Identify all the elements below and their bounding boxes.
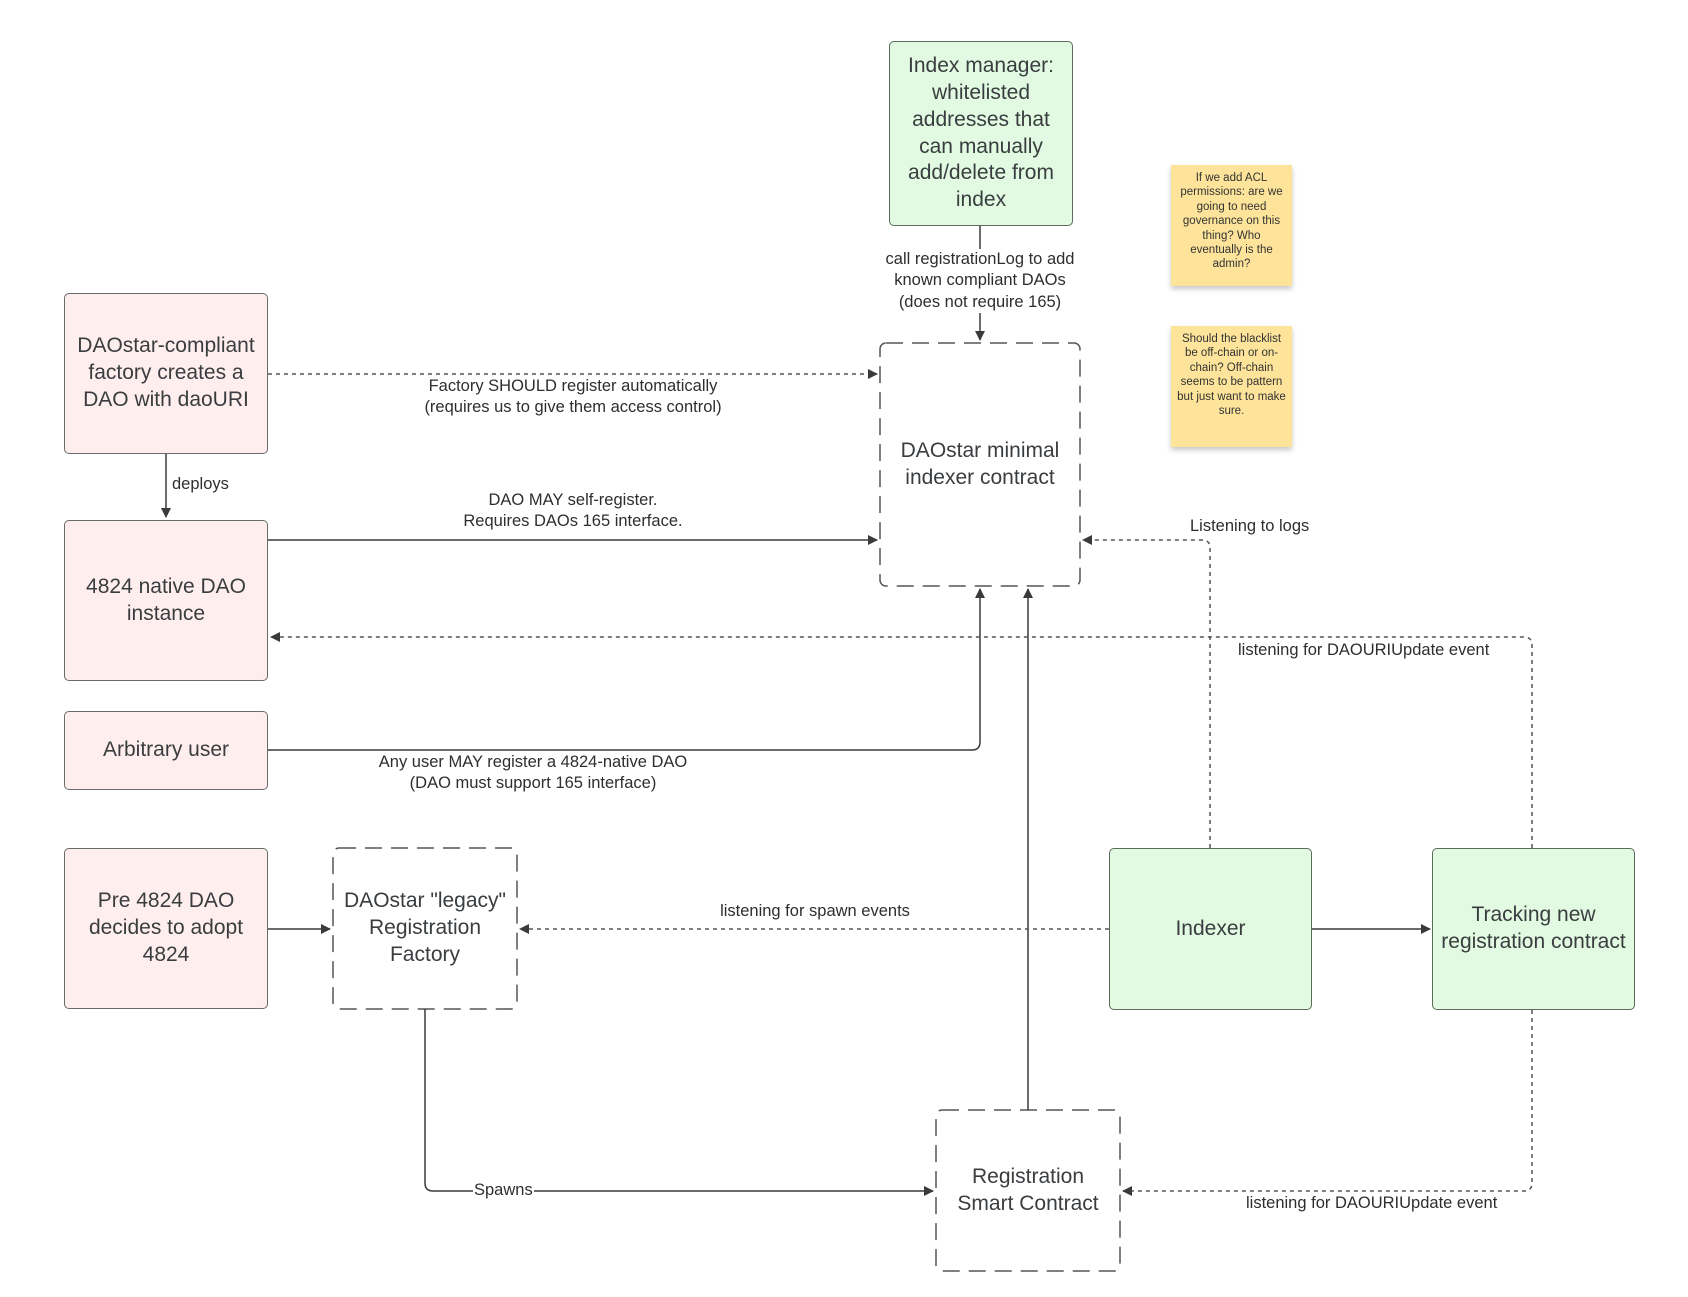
sticky-note-blacklist: Should the blacklist be off-chain or on-…: [1171, 326, 1292, 447]
index-manager-node: Index manager: whitelisted addresses tha…: [889, 41, 1073, 226]
edge-legacy-factory-spawns: [424, 1009, 934, 1196]
label-any-user-line-1: Any user MAY register a 4824-native DAO: [378, 753, 688, 771]
sticky-note-acl: If we add ACL permissions: are we going …: [1171, 165, 1292, 286]
edge-tracking-listening-registration: [1122, 1010, 1533, 1196]
indexer-text: Indexer: [1175, 916, 1246, 940]
label-self-register-line-2: Requires DAOs 165 interface.: [463, 512, 683, 531]
indexer-contract-text: DAOstar minimal indexer contract: [900, 438, 1060, 489]
label-spawns: Spawns: [473, 1180, 534, 1202]
native-dao-text: 4824 native DAO instance: [86, 574, 246, 625]
factory-text: DAOstar-compliant factory creates a DAO …: [77, 334, 255, 411]
legacy-factory-node: DAOstar "legacy" Registration Factory: [335, 850, 515, 1007]
label-factory-register-line-1: Factory SHOULD register automatically: [428, 377, 718, 395]
edge-tracking-listening-dao: [270, 632, 1533, 848]
label-manager-call-line-3: (does not require 165): [898, 292, 1062, 311]
registration-contract-node: Registration Smart Contract: [938, 1112, 1118, 1269]
edge-indexer-listening-logs: [1082, 535, 1211, 848]
indexer-contract-node: DAOstar minimal indexer contract: [882, 345, 1078, 584]
factory-node: DAOstar-compliant factory creates a DAO …: [64, 293, 268, 454]
label-spawn-events: listening for spawn events: [720, 902, 910, 920]
label-manager-call-line-1: call registrationLog to add: [885, 250, 1075, 268]
edge-user-register: [268, 588, 985, 751]
label-listening-daouri-top: listening for DAOURIUpdate event: [1238, 641, 1490, 659]
label-self-register: DAO MAY self-register. Requires DAOs 165…: [443, 490, 703, 533]
label-listening-logs: Listening to logs: [1188, 516, 1312, 538]
native-dao-node: 4824 native DAO instance: [64, 520, 268, 681]
tracking-node: Tracking new registration contract: [1432, 848, 1635, 1010]
label-manager-call: call registrationLog to add known compli…: [868, 249, 1092, 314]
pre-dao-text: Pre 4824 DAO decides to adopt 4824: [88, 889, 244, 966]
arbitrary-user-node: Arbitrary user: [64, 711, 268, 790]
index-manager-text: Index manager: whitelisted addresses tha…: [908, 53, 1054, 212]
label-self-register-line-1: DAO MAY self-register.: [488, 491, 658, 509]
registration-contract-text: Registration Smart Contract: [957, 1164, 1099, 1215]
label-factory-register: Factory SHOULD register automatically (r…: [403, 376, 743, 419]
indexer-contract-border: [879, 342, 1081, 587]
legacy-factory-text: DAOstar "legacy" Registration Factory: [344, 889, 506, 966]
indexer-node: Indexer: [1109, 848, 1312, 1010]
pre-dao-node: Pre 4824 DAO decides to adopt 4824: [64, 848, 268, 1009]
label-any-user: Any user MAY register a 4824-native DAO …: [358, 752, 708, 795]
label-factory-register-line-2: (requires us to give them access control…: [424, 398, 722, 417]
label-any-user-line-2: (DAO must support 165 interface): [409, 774, 657, 793]
label-deploys: deploys: [172, 475, 229, 493]
arbitrary-user-text: Arbitrary user: [102, 738, 230, 762]
tracking-text: Tracking new registration contract: [1441, 903, 1626, 953]
label-manager-call-line-2: known compliant DAOs: [894, 271, 1066, 290]
label-listening-daouri-bottom: listening for DAOURIUpdate event: [1246, 1194, 1498, 1212]
